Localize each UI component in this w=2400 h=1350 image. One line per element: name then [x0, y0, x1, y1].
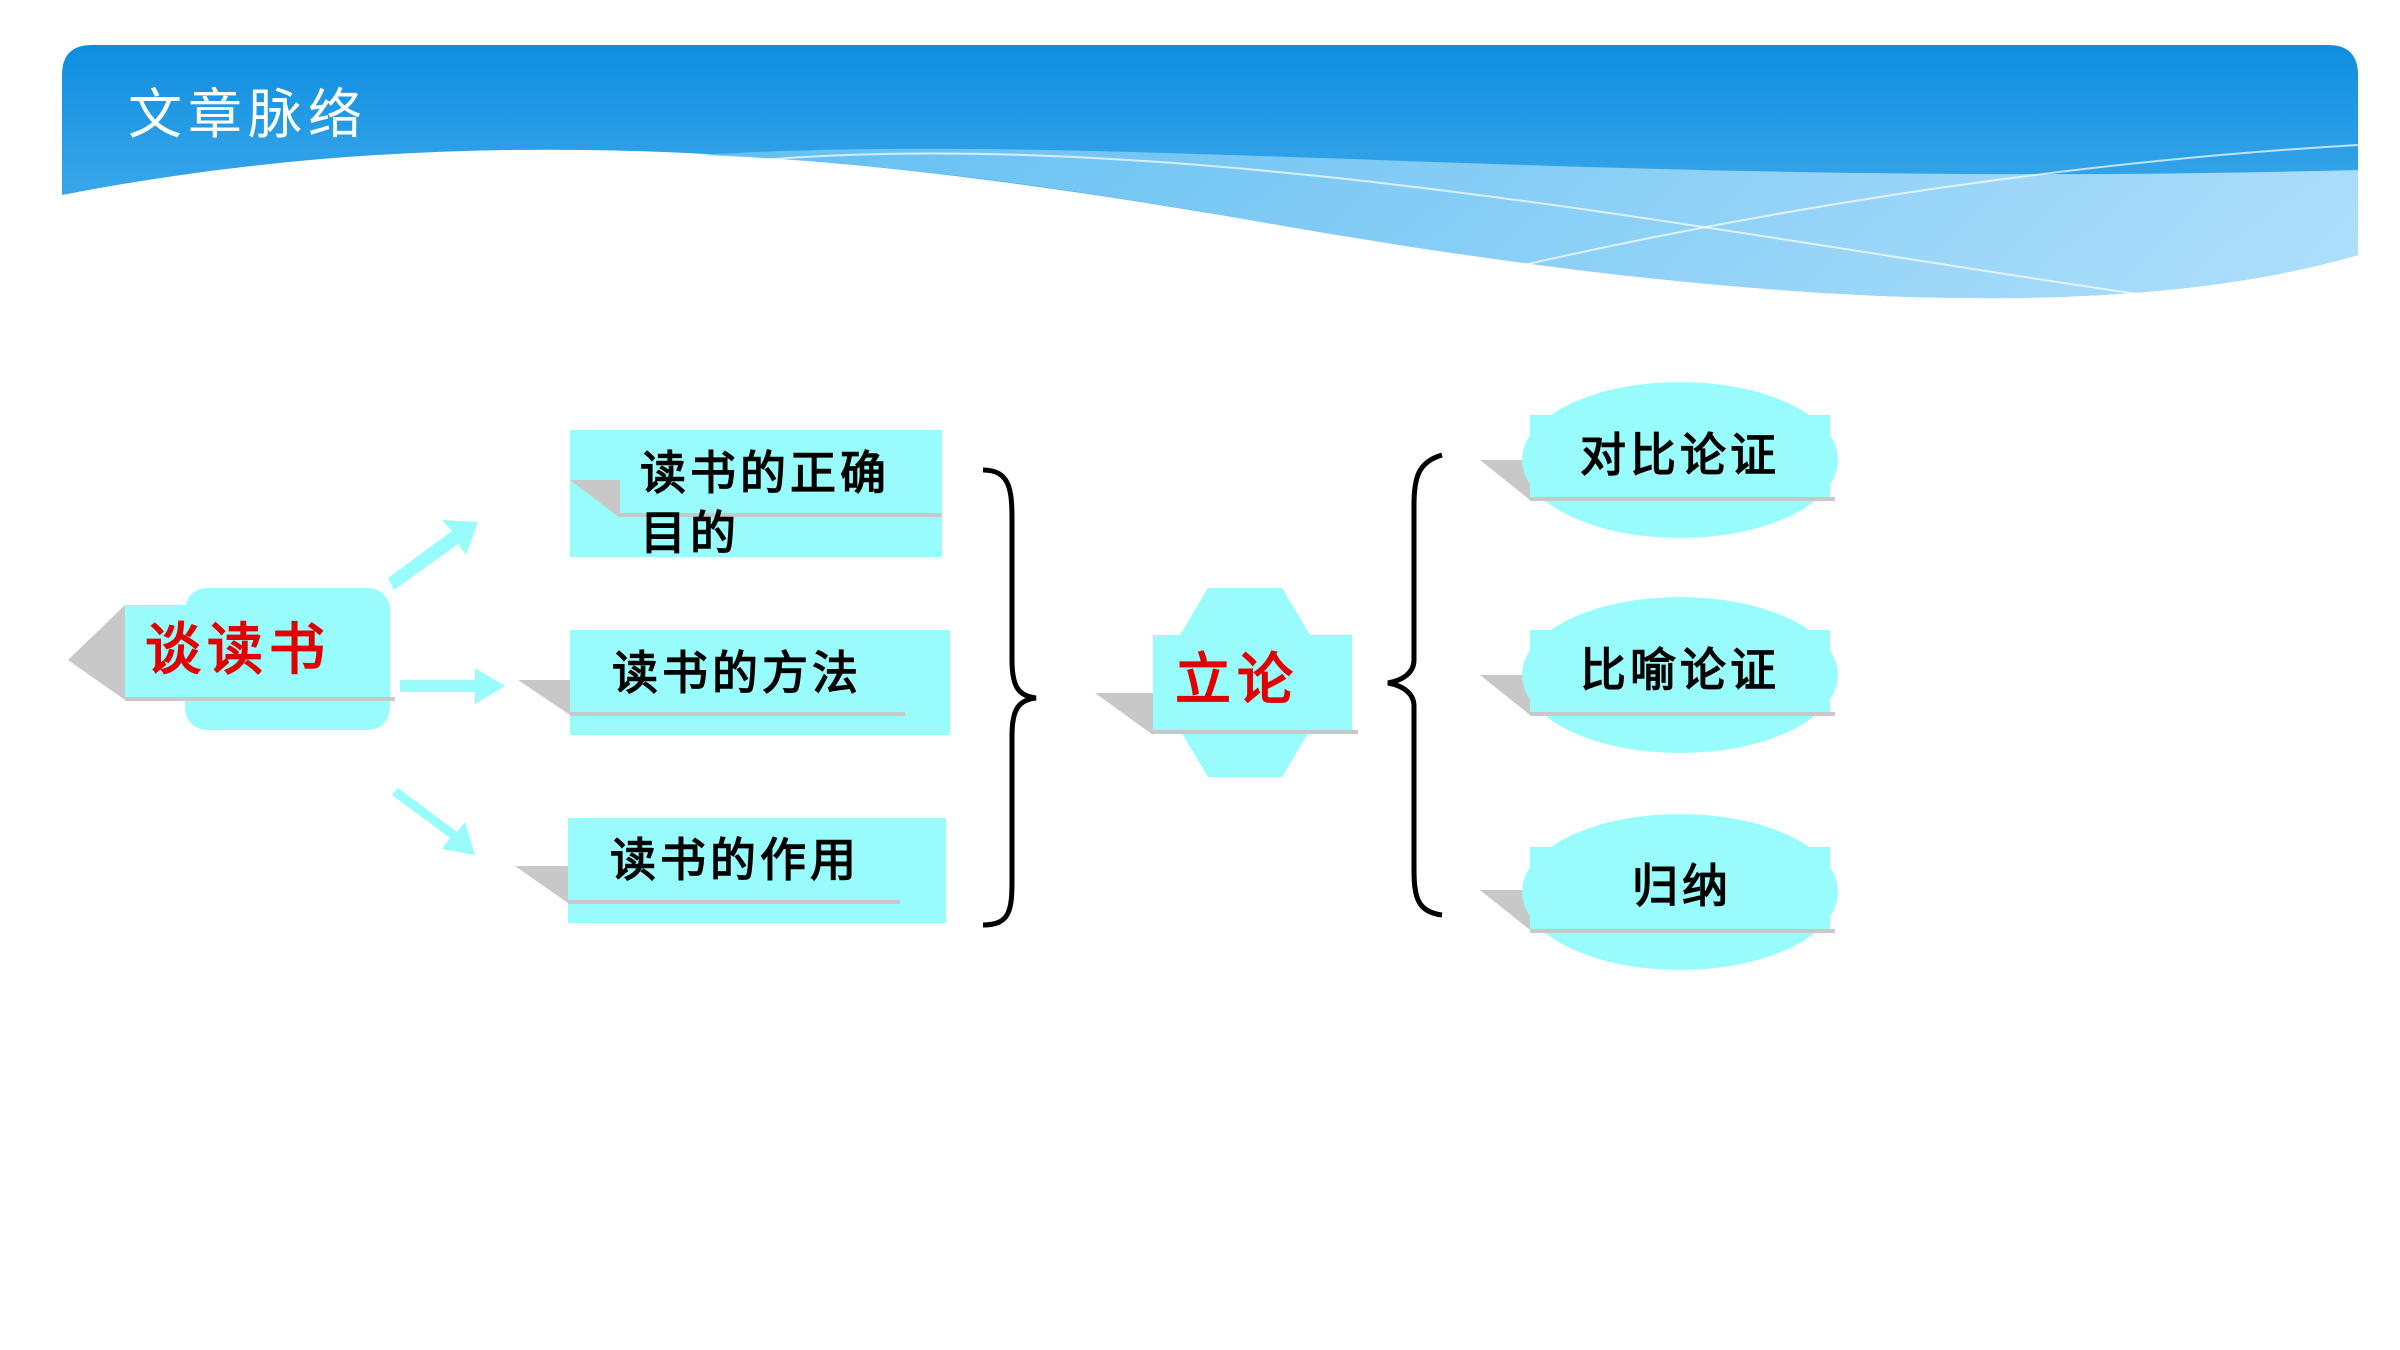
method-label-3: 归纳: [1632, 859, 1732, 913]
left-brace: [1387, 452, 1443, 918]
topic-node-2: [518, 630, 950, 735]
right-brace: [982, 467, 1037, 928]
topic-label-1: 读书的正确目的: [640, 446, 890, 560]
slide-title: 文章脉络: [128, 83, 368, 146]
method-label-2: 比喻论证: [1580, 643, 1780, 697]
header-banner: [62, 45, 2359, 301]
arrow-down: [392, 788, 475, 855]
root-arrows: [388, 520, 505, 855]
arrow-right: [400, 668, 505, 704]
center-label: 立论: [1175, 647, 1299, 713]
topic-node-1: [570, 430, 942, 557]
topic-node-3: [515, 818, 946, 923]
method-node-1: [1480, 382, 1838, 538]
topic-label-3: 读书的作用: [610, 833, 860, 887]
root-label: 谈读书: [145, 617, 331, 683]
root-node: [68, 588, 395, 730]
arrow-up: [388, 520, 478, 590]
method-label-1: 对比论证: [1580, 428, 1780, 482]
topic-label-2: 读书的方法: [612, 646, 862, 700]
method-node-3: [1480, 814, 1838, 970]
center-node: [1095, 588, 1358, 777]
method-node-2: [1480, 597, 1838, 753]
